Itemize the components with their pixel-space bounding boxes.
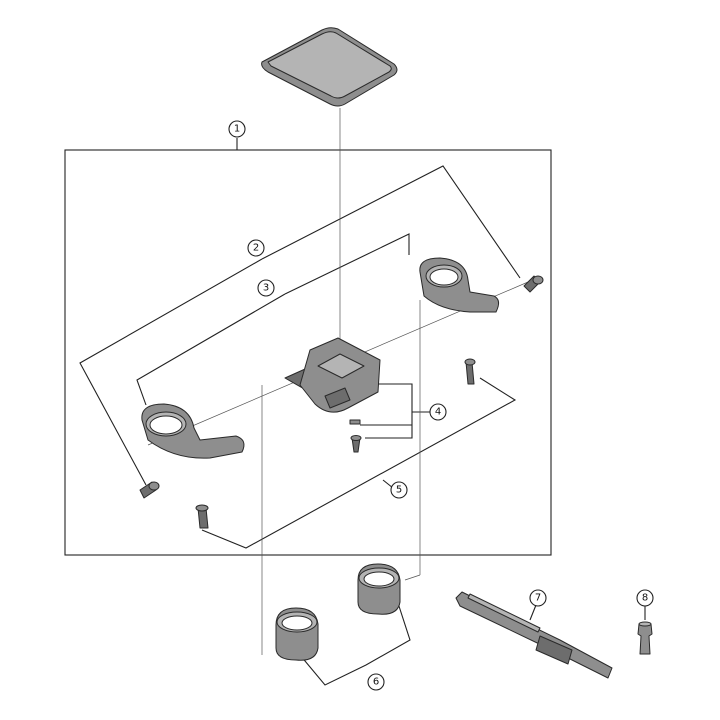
- callout-7-label: 7: [535, 593, 541, 604]
- callout-6-label: 6: [373, 677, 379, 688]
- shim-rings: [275, 563, 401, 661]
- callout-8: 8: [636, 589, 654, 607]
- callout-8-label: 8: [642, 593, 648, 604]
- callout-2-label: 2: [253, 243, 259, 254]
- bolts: [139, 275, 544, 529]
- center-mount: [284, 337, 381, 413]
- callout-2: 2: [247, 239, 265, 257]
- callout-1: 1: [228, 120, 246, 138]
- pin: [637, 621, 653, 655]
- right-bracket-clamp: [419, 257, 500, 313]
- left-bracket-clamp: [141, 403, 245, 459]
- callout-5: 5: [390, 481, 408, 499]
- callout-7: 7: [529, 589, 547, 607]
- callout-4-label: 4: [435, 407, 441, 418]
- screw-set: [349, 419, 362, 453]
- assembly-frame: [64, 149, 552, 556]
- callout-3-label: 3: [263, 283, 269, 294]
- callout-1-label: 1: [234, 124, 240, 135]
- callout-5-label: 5: [396, 485, 402, 496]
- callout-4: 4: [429, 403, 447, 421]
- leader-lines: [79, 138, 646, 686]
- display-unit: [261, 27, 398, 107]
- tool: [455, 591, 613, 679]
- callout-6: 6: [367, 673, 385, 691]
- callout-3: 3: [257, 279, 275, 297]
